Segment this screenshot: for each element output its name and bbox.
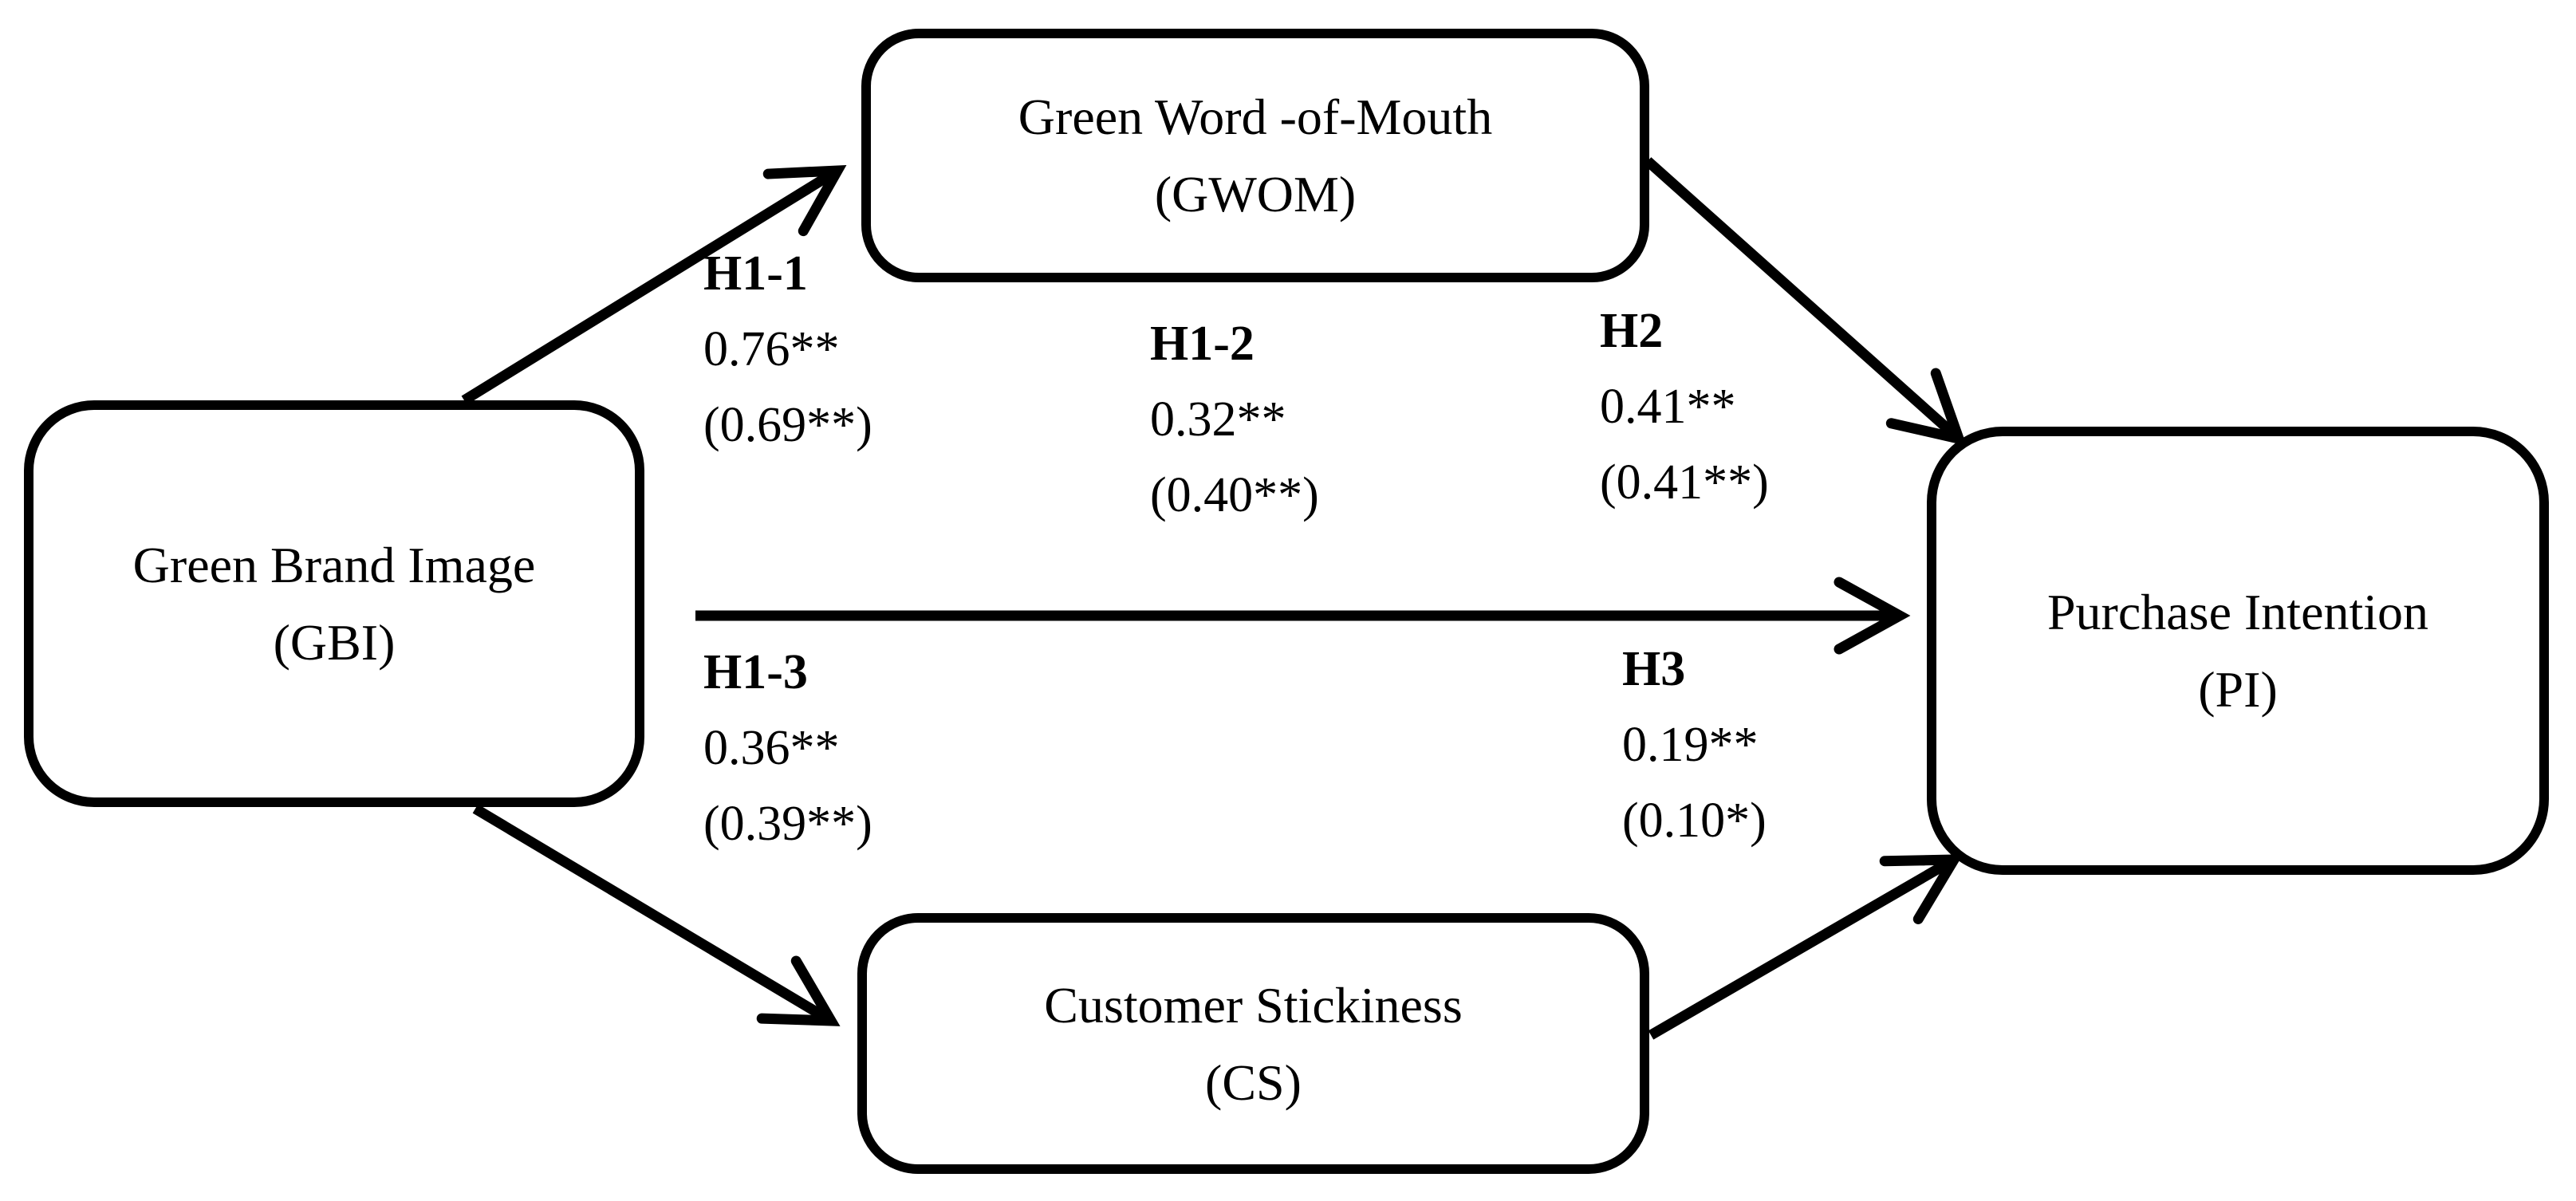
hypothesis-label: H3 xyxy=(1622,642,1686,696)
node-title: Green Brand Image xyxy=(132,537,536,593)
node-green-brand-image: Green Brand Image (GBI) xyxy=(24,400,644,807)
arrow-cs-to-pi xyxy=(1648,854,1964,1040)
hypothesis-label: H1-1 xyxy=(703,246,808,301)
path-label-h1-2: H1-2 0.32** (0.40**) xyxy=(1150,306,1319,534)
node-abbreviation: (PI) xyxy=(2198,661,2278,718)
node-abbreviation: (CS) xyxy=(1205,1053,1302,1111)
arrow-gbi-to-cs xyxy=(472,804,841,1026)
path-label-h3: H3 0.19** (0.10*) xyxy=(1622,632,1767,859)
path-coefficient: 0.41** xyxy=(1600,380,1736,434)
node-purchase-intention: Purchase Intention (PI) xyxy=(1927,427,2549,875)
path-coefficient-alt: (0.69**) xyxy=(703,398,872,452)
node-abbreviation: (GWOM) xyxy=(1154,166,1357,222)
node-abbreviation: (GBI) xyxy=(273,614,396,671)
path-coefficient-alt: (0.39**) xyxy=(703,797,872,851)
node-green-word-of-mouth: Green Word -of-Mouth (GWOM) xyxy=(861,29,1649,282)
path-coefficient: 0.32** xyxy=(1150,392,1286,447)
path-coefficient: 0.19** xyxy=(1622,718,1759,772)
path-coefficient: 0.36** xyxy=(703,721,840,775)
path-label-h1-1: H1-1 0.76** (0.69**) xyxy=(703,236,872,463)
path-coefficient-alt: (0.41**) xyxy=(1600,455,1769,510)
arrow-gwom-to-pi xyxy=(1644,157,1967,446)
hypothesis-label: H2 xyxy=(1600,304,1664,358)
node-title: Green Word -of-Mouth xyxy=(1018,89,1493,145)
node-title: Purchase Intention xyxy=(2046,584,2429,640)
node-title: Customer Stickiness xyxy=(1044,976,1463,1034)
path-coefficient: 0.76** xyxy=(703,322,840,376)
hypothesis-label: H1-2 xyxy=(1150,317,1255,371)
path-coefficient-alt: (0.40**) xyxy=(1150,468,1319,522)
path-label-h1-3: H1-3 0.36** (0.39**) xyxy=(703,635,872,862)
arrow-gbi-to-gwom xyxy=(461,164,847,405)
hypothesis-label: H1-3 xyxy=(703,645,808,699)
path-label-h2: H2 0.41** (0.41**) xyxy=(1600,293,1769,521)
path-coefficient-alt: (0.10*) xyxy=(1622,793,1767,848)
node-customer-stickiness: Customer Stickiness (CS) xyxy=(857,913,1649,1174)
